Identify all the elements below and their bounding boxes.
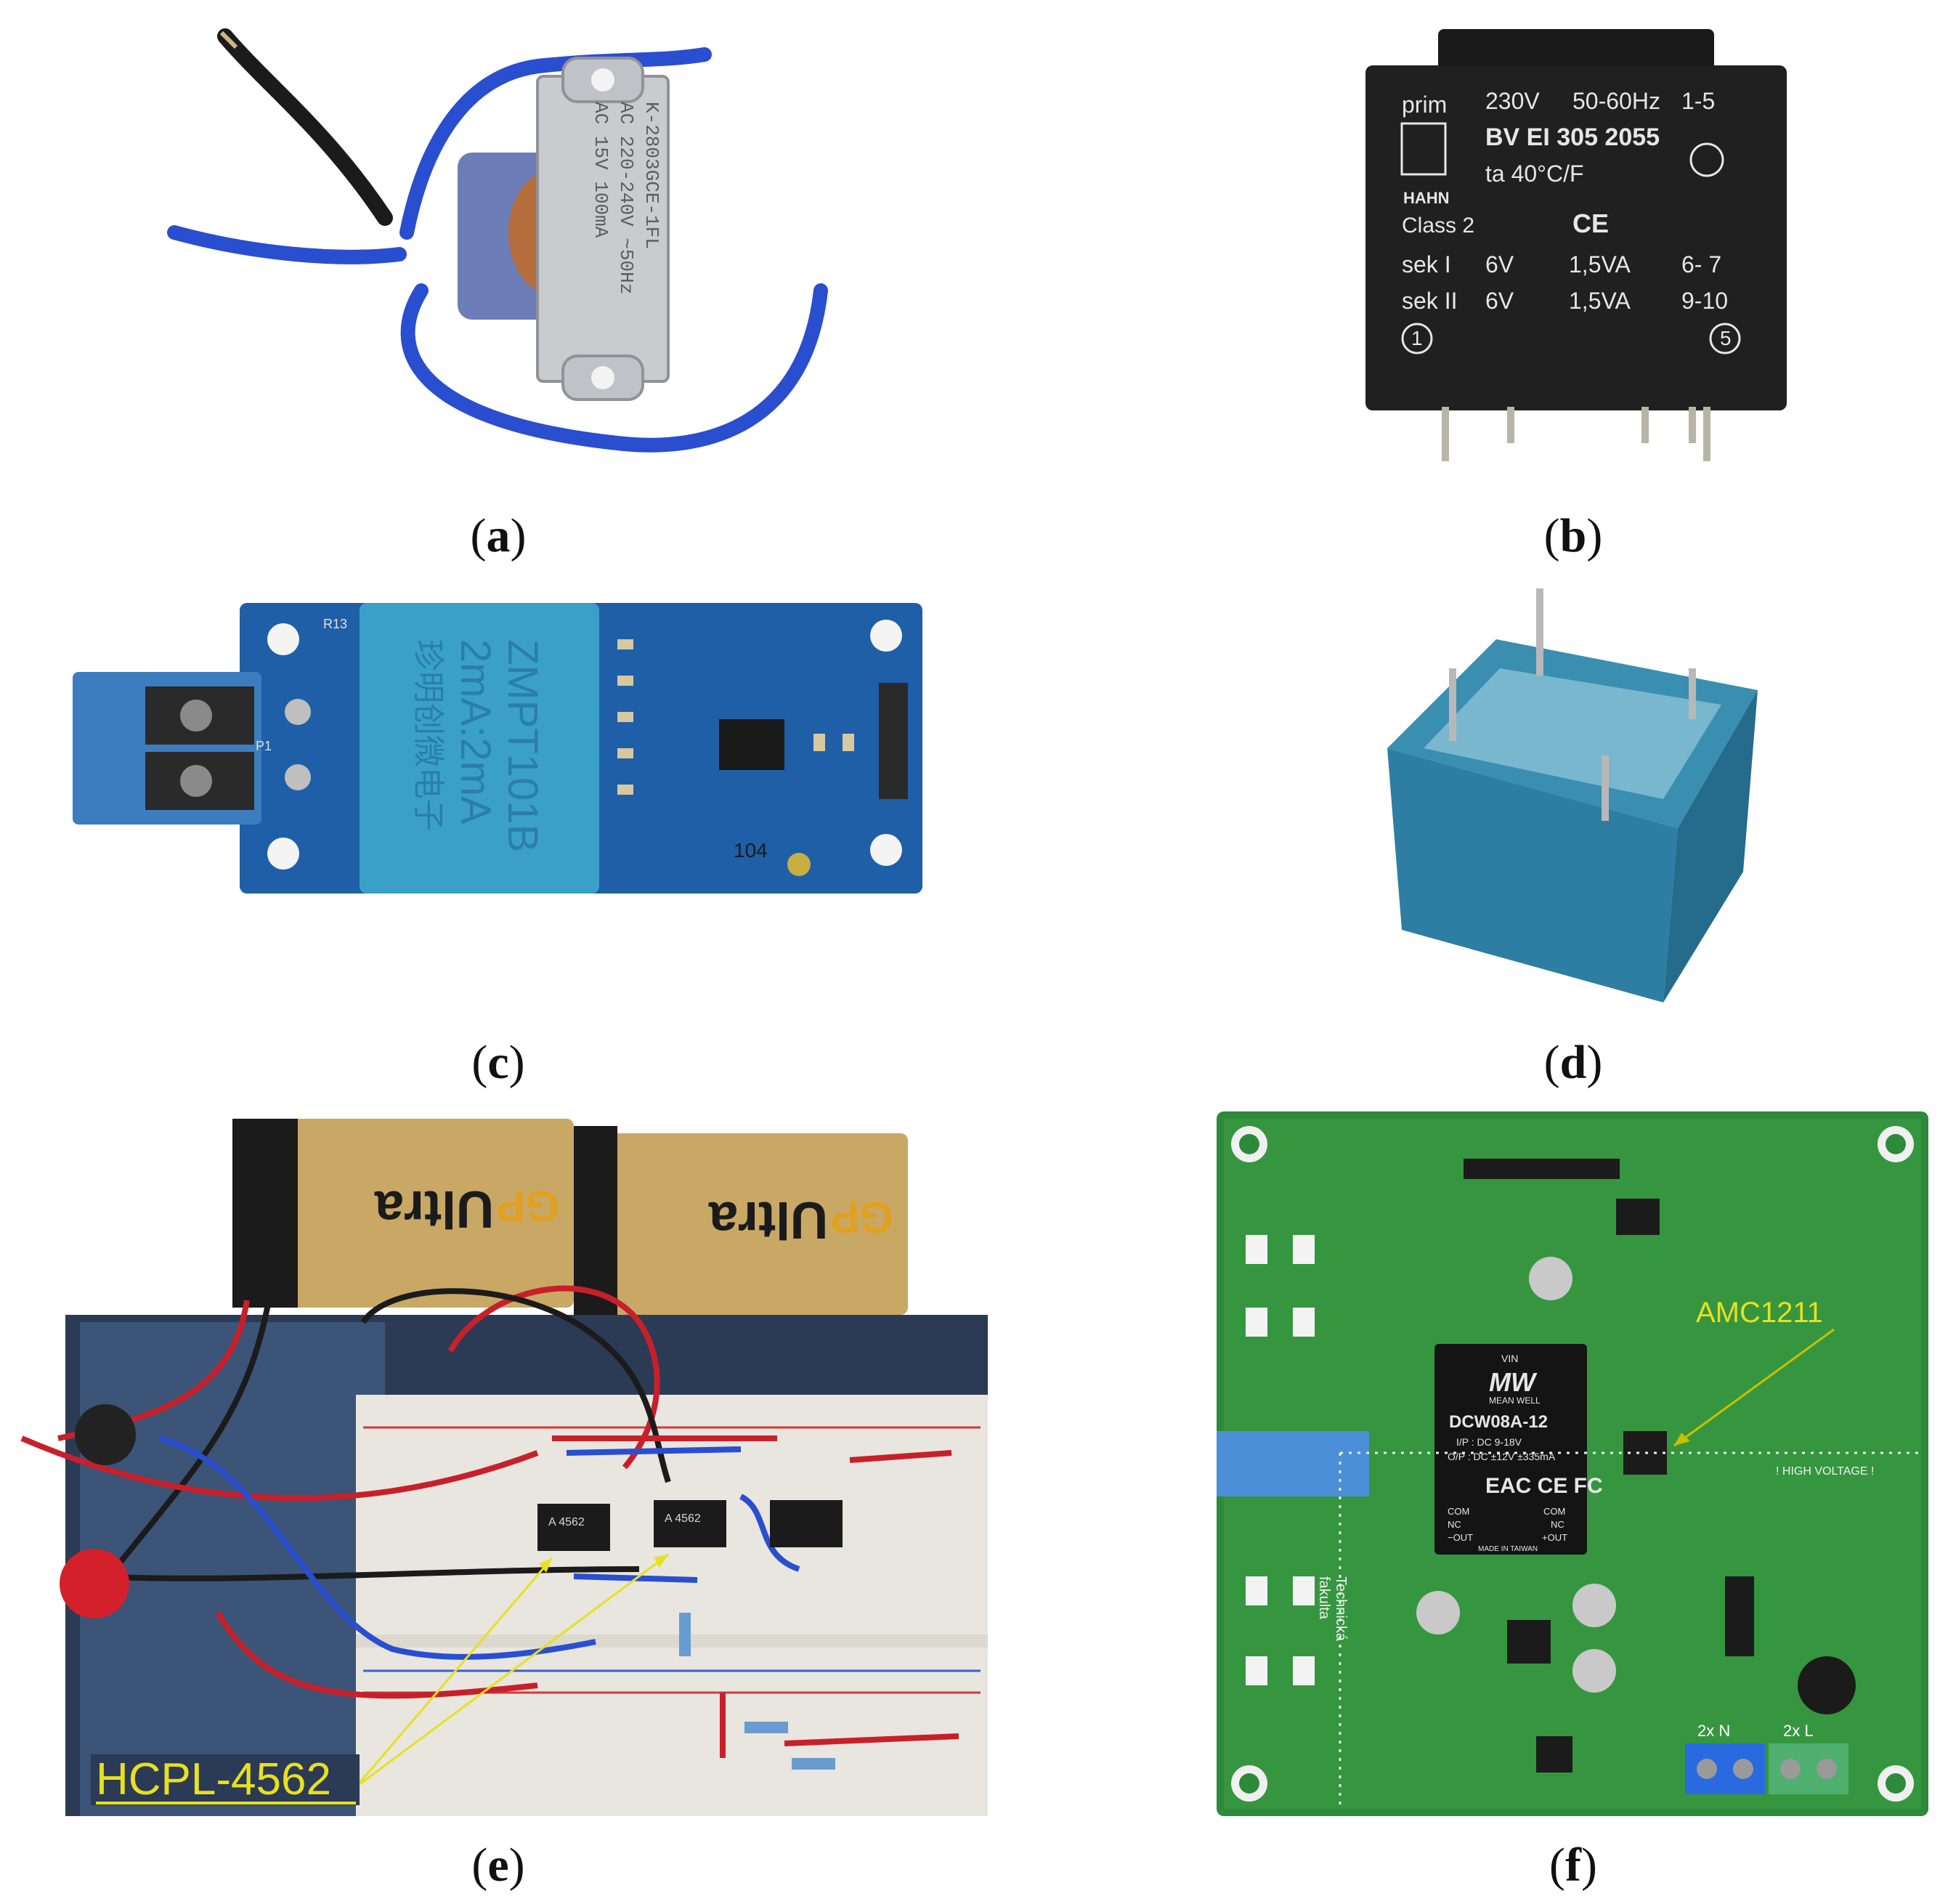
transformer-c-rating: 2mA:2mA [452, 639, 499, 825]
short-circuit-proof-icon [1689, 142, 1724, 177]
caption-d: (d) [1543, 1036, 1603, 1089]
caption-d-letter: d [1559, 1036, 1587, 1089]
panel-b: prim 230V 50-60Hz 1-5 BV EI 305 2055 ta … [1358, 22, 1794, 472]
transformer-b-pin5: 5 [1720, 327, 1732, 349]
transformer-b-temp: ta 40°C/F [1485, 161, 1584, 187]
transformer-a-label-3: AC 15V 100mA [590, 102, 612, 238]
transformer-b-class: Class 2 [1402, 214, 1474, 238]
transformer-b-brand: HAHN [1403, 189, 1450, 207]
transformer-b-sek2-va: 1,5VA [1569, 288, 1631, 314]
battery-1-model: Ultra [374, 1180, 494, 1238]
optocoupler-2-label: A 4562 [665, 1512, 701, 1525]
caption-c: (c) [471, 1036, 525, 1089]
transformer-b-sek2-label: sek II [1402, 288, 1457, 314]
annotation-arrow-amc1211 [1673, 1328, 1835, 1447]
caption-e: (e) [471, 1839, 525, 1892]
transformer-c-model: ZMPT101B [499, 639, 546, 852]
caption-b-letter: b [1559, 509, 1587, 562]
panel-e: GP Ultra GP Ultra A 4562 A 4562 [15, 1104, 988, 1816]
dcdc-model: DCW08A-12 [1449, 1412, 1548, 1432]
dcdc-minus-out: −OUT [1448, 1532, 1473, 1543]
transformer-b-sek1-pins: 6- 7 [1681, 251, 1721, 278]
caption-e-letter: e [487, 1839, 509, 1892]
dcdc-made-in: MADE IN TAIWAN [1478, 1545, 1538, 1553]
high-voltage-label-top: ! HIGH VOLTAGE ! [1776, 1465, 1874, 1478]
module-ref-p1: P1 [256, 739, 272, 753]
panel-f: VIN MW MEAN WELL DCW08A-12 I/P : DC 9-18… [1217, 1111, 1928, 1816]
battery-2-brand: GP [830, 1193, 893, 1241]
caption-c-letter: c [487, 1036, 509, 1089]
hahn-logo-icon [1400, 122, 1447, 176]
transformer-a-label-1: K-2803GCE-1FL [641, 102, 662, 249]
transformer-b-sek2-v: 6V [1485, 288, 1514, 314]
battery-1-brand: GP [496, 1182, 559, 1231]
potentiometer-label: 104 [734, 839, 768, 862]
caption-b: (b) [1543, 509, 1603, 562]
dcdc-com-left: COM [1448, 1506, 1469, 1517]
transformer-b-sek1-v: 6V [1485, 251, 1514, 278]
terminal-n-label: 2x N [1697, 1722, 1730, 1740]
transformer-b-pin1: 1 [1411, 327, 1423, 349]
module-ref-r13: R13 [323, 617, 347, 631]
annotation-arrow-1 [354, 1557, 553, 1788]
transformer-photo-a: K-2803GCE-1FL AC 220-240V ~50Hz AC 15V 1… [167, 28, 828, 453]
caption-f: (f) [1549, 1839, 1597, 1892]
annotation-arrow-2 [355, 1553, 669, 1788]
transformer-b-freq: 50-60Hz [1572, 88, 1660, 114]
zmpt101b-module-photo: P1 R13 ZMPT101B 2mA:2mA 珍明创微电子 104 [73, 603, 922, 894]
dcdc-mean-well: MEAN WELL [1489, 1395, 1541, 1406]
breadboard-photo: GP Ultra GP Ultra A 4562 A 4562 [20, 1119, 988, 1816]
amc1211-annotation: AMC1211 [1696, 1297, 1823, 1329]
optocoupler-1-label: A 4562 [548, 1516, 585, 1528]
pcb-photo: VIN MW MEAN WELL DCW08A-12 I/P : DC 9-18… [1217, 1111, 1928, 1816]
dcdc-ce: EAC CE FC [1485, 1474, 1603, 1498]
dcdc-output: O/P : DC ±12V ±335mA [1448, 1451, 1556, 1462]
transformer-b-voltage: 230V [1485, 88, 1540, 114]
faculty-line-2: fakulta [1316, 1576, 1332, 1620]
dcdc-nc-right: NC [1551, 1519, 1564, 1530]
dcdc-vin: VIN [1501, 1353, 1518, 1364]
caption-a: (a) [470, 509, 527, 562]
transformer-photo-b: prim 230V 50-60Hz 1-5 BV EI 305 2055 ta … [1365, 29, 1787, 461]
faculty-line-1: Technická [1333, 1576, 1349, 1642]
terminal-l-label: 2x L [1783, 1722, 1814, 1740]
transformer-b-prim: prim [1402, 92, 1447, 118]
transformer-c-chinese: 珍明创微电子 [410, 639, 446, 831]
panel-d [1373, 581, 1779, 1017]
dcdc-com-right: COM [1543, 1506, 1565, 1517]
panel-a: K-2803GCE-1FL AC 220-240V ~50Hz AC 15V 1… [109, 15, 835, 487]
transformer-b-model: BV EI 305 2055 [1485, 123, 1660, 151]
transformer-b-sek2-pins: 9-10 [1681, 288, 1728, 314]
dcdc-input: I/P : DC 9-18V [1456, 1436, 1522, 1448]
caption-f-letter: f [1565, 1839, 1581, 1892]
battery-2-model: Ultra [708, 1191, 828, 1249]
dcdc-nc-left: NC [1448, 1519, 1461, 1530]
caption-a-letter: a [486, 509, 511, 562]
transformer-b-sek1-va: 1,5VA [1569, 251, 1631, 278]
dcdc-mw-logo: MW [1489, 1367, 1538, 1397]
hcpl-4562-annotation: HCPL-4562 [96, 1754, 331, 1804]
panel-c: P1 R13 ZMPT101B 2mA:2mA 珍明创微电子 104 [65, 596, 937, 901]
dcdc-plus-out: +OUT [1542, 1532, 1567, 1543]
transformer-b-ce: CE [1572, 208, 1609, 238]
transformer-b-pins-prim: 1-5 [1681, 88, 1715, 114]
transformer-a-label-2: AC 220-240V ~50Hz [615, 102, 637, 294]
transformer-b-sek1-label: sek I [1402, 251, 1451, 278]
encapsulated-transformer-photo [1387, 588, 1758, 1002]
